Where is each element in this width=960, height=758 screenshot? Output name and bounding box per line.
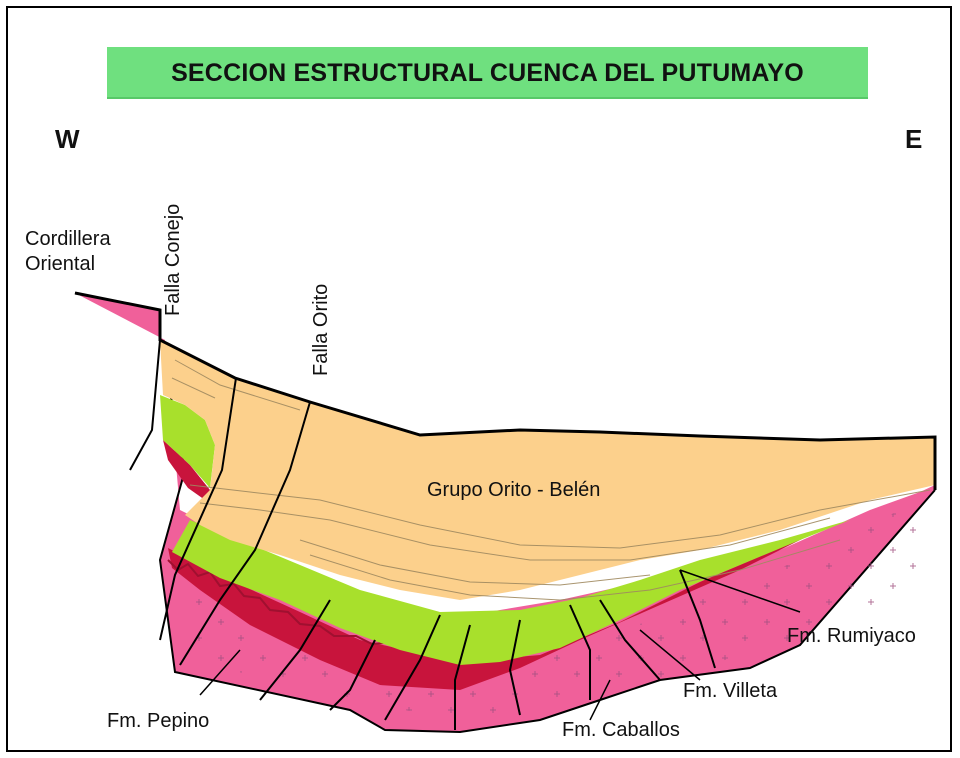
west-label: W [55,124,80,154]
caballos-layer [163,440,210,500]
falla-orito-line [179,401,311,666]
fm-rumiyaco-label: Fm. Rumiyaco [787,625,916,647]
grupo-orito-belen-label: Grupo Orito - Belén [427,479,601,501]
falla-conejo-line [129,339,161,471]
cordillera-label-line2: Oriental [25,253,96,275]
fm-pepino-label: Fm. Pepino [107,710,210,732]
east-label: E [905,124,923,154]
fm-caballos-label: Fm. Caballos [562,719,680,741]
villeta-layer [160,395,215,488]
falla-orito-label: Falla Orito [310,283,332,376]
title-banner: SECCION ESTRUCTURAL CUENCA DEL PUTUMAYO [107,47,868,99]
orito-belen-layer [160,340,935,600]
falla-conejo-label: Falla Conejo [162,203,184,316]
cordillera-label-line1: Cordillera [25,228,111,250]
fm-villeta-label: Fm. Villeta [683,680,778,702]
diagram-title: SECCION ESTRUCTURAL CUENCA DEL PUTUMAYO [171,58,804,87]
